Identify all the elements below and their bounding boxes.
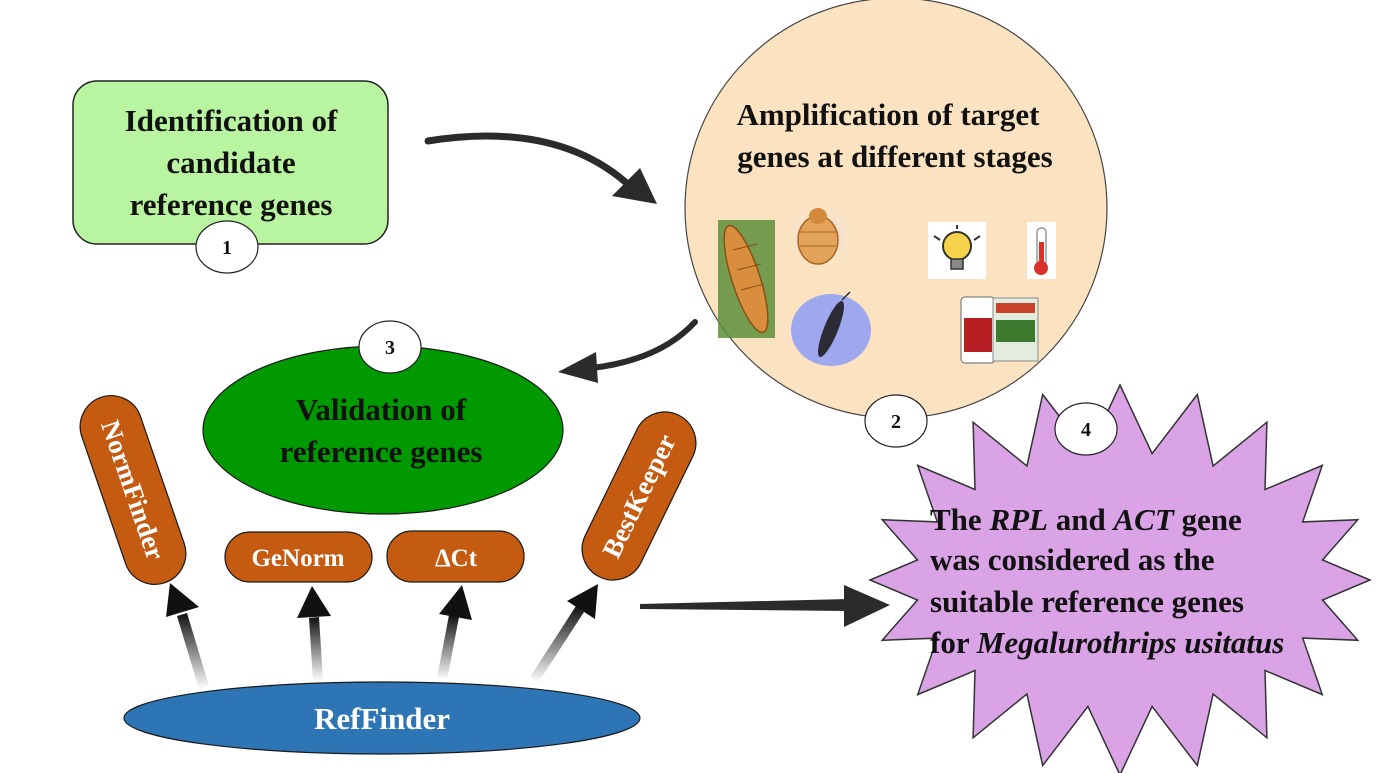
- insecticide-icon: [960, 296, 1039, 364]
- conclusion-line1: The RPL and ACT gene: [930, 502, 1242, 537]
- step4-starburst: The RPL and ACT gene was considered as t…: [868, 383, 1372, 773]
- step1-number: 1: [222, 237, 232, 259]
- larva-icon: [718, 220, 775, 338]
- arrow-to-conclusion: [640, 585, 890, 627]
- light-bulb-icon: [928, 222, 986, 279]
- starburst-shape: [868, 383, 1372, 773]
- step2-title-line2: genes at different stages: [737, 139, 1052, 174]
- step3-title-line2: reference genes: [280, 434, 483, 469]
- nymph-icon: [786, 205, 854, 269]
- reffinder-label: RefFinder: [314, 701, 450, 736]
- step1-title-line1: Identification of: [125, 103, 338, 138]
- step2-number: 2: [891, 411, 901, 433]
- conclusion-line4: for Megalurothrips usitatus: [930, 625, 1284, 660]
- thermometer-icon: [1027, 222, 1056, 279]
- step4-number-badge: 4: [1054, 402, 1118, 456]
- conclusion-line3: suitable reference genes: [930, 584, 1244, 619]
- bestkeeper-pill: BestKeeper: [581, 411, 697, 581]
- step1-title-line2: candidate: [166, 145, 295, 180]
- delta-ct-pill: ΔCt: [386, 530, 525, 583]
- step2-number-badge: 2: [864, 394, 928, 448]
- arrow-reffinder-to-normfinder: [166, 583, 209, 689]
- arrow-reffinder-to-genorm: [297, 586, 331, 681]
- arrow-reffinder-to-delta-ct: [437, 585, 472, 680]
- conclusion-line2: was considered as the: [930, 542, 1214, 577]
- genorm-label: GeNorm: [251, 545, 344, 572]
- arrow-step1-to-step2: [424, 132, 657, 204]
- step3-number: 3: [385, 337, 395, 359]
- arrow-reffinder-to-bestkeeper: [530, 584, 598, 683]
- genorm-pill: GeNorm: [224, 531, 373, 583]
- reffinder-ellipse: RefFinder: [123, 681, 641, 755]
- step1-number-badge: 1: [195, 220, 259, 274]
- delta-ct-label: ΔCt: [435, 545, 478, 572]
- step1-title-line3: reference genes: [130, 187, 333, 222]
- normfinder-pill: NormFinder: [79, 395, 187, 585]
- step4-number: 4: [1081, 419, 1091, 441]
- step3-ellipse: Validation of reference genes: [202, 345, 564, 515]
- step1-box: Identification of candidate reference ge…: [72, 80, 389, 245]
- step2-circle: Amplification of target genes at differe…: [684, 0, 1108, 419]
- adult-thrips-icon: [791, 291, 871, 366]
- step2-title-line1: Amplification of target: [736, 97, 1040, 132]
- step3-number-badge: 3: [358, 320, 422, 374]
- step3-title-line1: Validation of: [296, 392, 467, 427]
- arrow-step2-to-step3: [558, 319, 698, 383]
